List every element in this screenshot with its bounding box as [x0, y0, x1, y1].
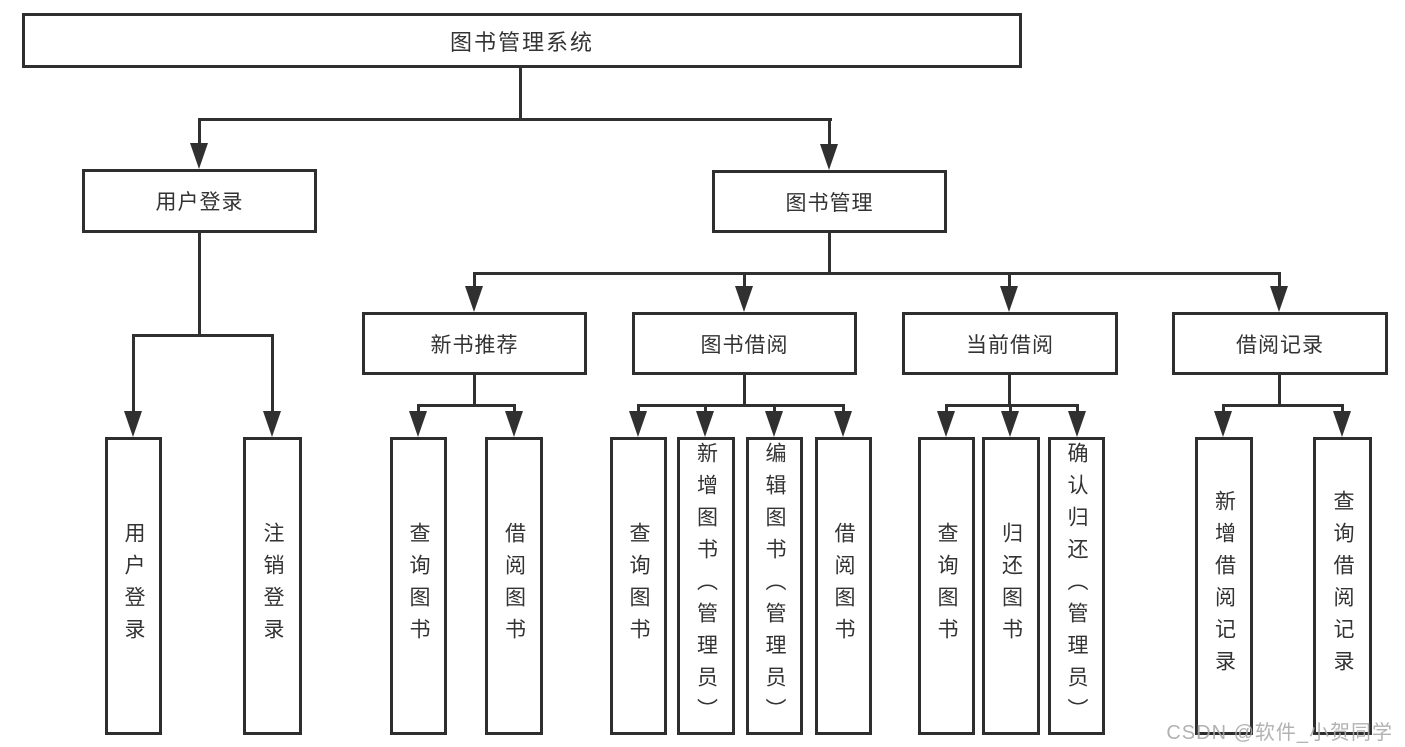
connector-arrow [190, 143, 208, 169]
node-book-management: 图书管理 [712, 170, 947, 233]
connector-arrow [696, 411, 714, 437]
connector-line [637, 404, 640, 414]
connector-line [132, 334, 274, 337]
connector-line [519, 66, 522, 119]
leaf-borrowing-edit-books-admin: 编辑图书（管理员） [746, 437, 803, 735]
connector-arrow [937, 411, 955, 437]
connector-arrow [124, 411, 142, 437]
leaf-borrowing-add-books-admin: 新增图书（管理员） [677, 437, 735, 735]
connector-arrow [1270, 286, 1288, 312]
connector-line [637, 404, 845, 407]
connector-line [1076, 404, 1079, 414]
connector-arrow [1001, 411, 1019, 437]
connector-line [828, 232, 831, 274]
connector-line [198, 232, 201, 336]
connector-line [198, 118, 201, 146]
connector-line [945, 404, 1079, 407]
connector-line [842, 404, 845, 414]
connector-line [773, 404, 776, 414]
leaf-current-confirm-return-admin: 确认归还（管理员） [1048, 437, 1105, 735]
connector-arrow [263, 411, 281, 437]
leaf-records-add-borrow-record: 新增借阅记录 [1195, 437, 1253, 735]
leaf-recommend-borrow-books: 借阅图书 [485, 437, 543, 735]
connector-line [828, 118, 831, 146]
connector-line [473, 374, 476, 406]
connector-line [513, 404, 516, 414]
connector-line [271, 334, 274, 414]
leaf-borrowing-borrow-books: 借阅图书 [815, 437, 872, 735]
connector-line [1278, 374, 1281, 406]
leaf-current-query-books: 查询图书 [918, 437, 975, 735]
connector-arrow [820, 144, 838, 170]
connector-arrow [834, 411, 852, 437]
node-user-login: 用户登录 [82, 169, 317, 233]
leaf-recommend-query-books: 查询图书 [390, 437, 447, 735]
connector-arrow [1214, 411, 1232, 437]
node-new-book-recommend: 新书推荐 [362, 312, 587, 375]
connector-line [1222, 404, 1225, 414]
connector-line [417, 404, 516, 407]
leaf-borrowing-query-books: 查询图书 [610, 437, 667, 735]
leaf-user-login: 用户登录 [105, 437, 162, 735]
connector-arrow [1068, 411, 1086, 437]
connector-line [198, 118, 832, 121]
csdn-watermark: CSDN @软件_小贺同学 [1166, 722, 1393, 744]
connector-arrow [735, 286, 753, 312]
leaf-logout: 注销登录 [243, 437, 302, 735]
connector-arrow [465, 286, 483, 312]
connector-line [132, 334, 135, 414]
connector-line [743, 272, 746, 288]
connector-line [704, 404, 707, 414]
connector-line [743, 374, 746, 406]
connector-arrow [409, 411, 427, 437]
connector-line [473, 272, 476, 288]
connector-arrow [629, 411, 647, 437]
connector-line [1341, 404, 1344, 414]
connector-line [473, 272, 1281, 275]
leaf-records-query-borrow-record: 查询借阅记录 [1313, 437, 1372, 735]
node-book-borrowing: 图书借阅 [632, 312, 857, 375]
connector-line [1278, 272, 1281, 288]
connector-line [945, 404, 948, 414]
connector-arrow [765, 411, 783, 437]
connector-line [1008, 272, 1011, 288]
node-current-borrowing: 当前借阅 [902, 312, 1118, 375]
connector-arrow [1333, 411, 1351, 437]
connector-line [1222, 404, 1344, 407]
connector-line [1009, 404, 1012, 414]
node-root-library-system: 图书管理系统 [22, 13, 1022, 68]
connector-line [1008, 374, 1011, 406]
connector-arrow [1000, 286, 1018, 312]
leaf-current-return-books: 归还图书 [982, 437, 1040, 735]
node-borrowing-records: 借阅记录 [1172, 312, 1388, 375]
connector-line [417, 404, 420, 414]
connector-arrow [505, 411, 523, 437]
